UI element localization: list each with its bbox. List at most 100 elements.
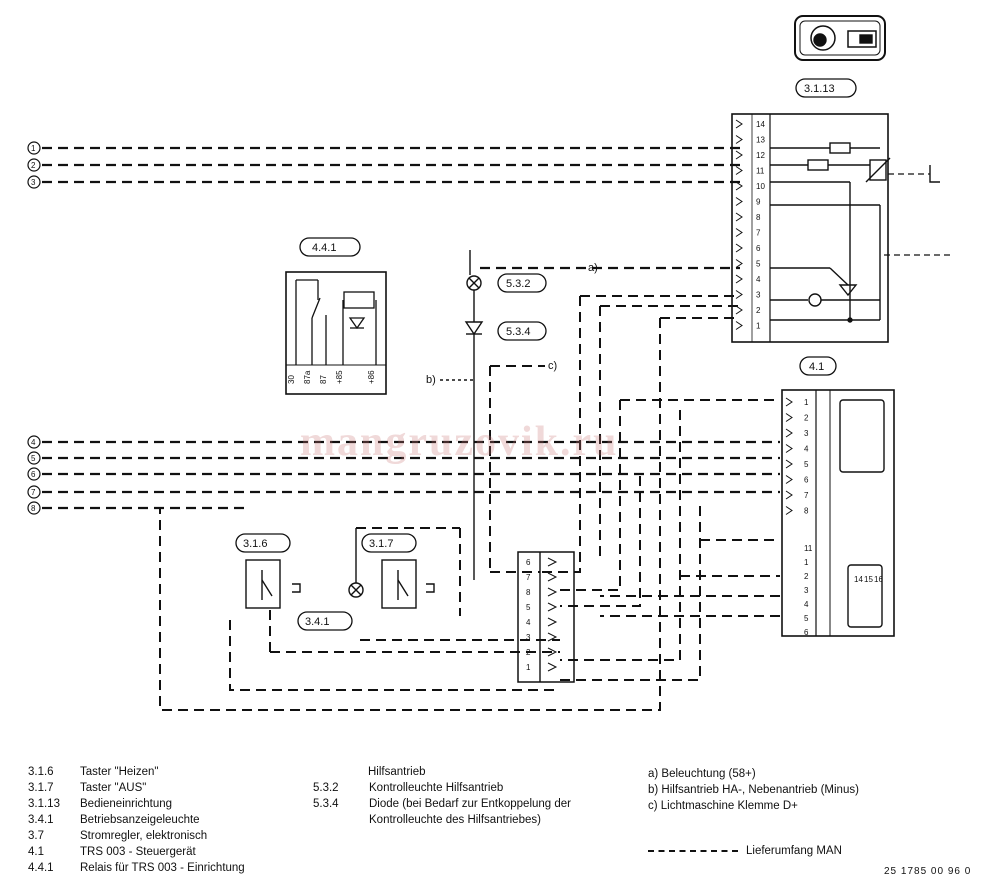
control-unit-box xyxy=(731,113,889,343)
strip-terminal-2: 2 xyxy=(526,648,531,657)
legend-text: Relais für TRS 003 - Einrichtung xyxy=(80,862,245,874)
wire-marker-8: 8 xyxy=(27,501,41,515)
terminal-3113-14: 14 xyxy=(756,120,765,129)
terminal-3113-5: 5 xyxy=(756,260,761,269)
legend-ref-row: c) Lichtmaschine Klemme D+ xyxy=(648,800,798,812)
relay-box xyxy=(285,271,387,395)
wire-marker-3: 3 xyxy=(27,175,41,189)
legend-row: 3.1.7 Taster "AUS" xyxy=(28,780,245,796)
strip-terminal-6: 6 xyxy=(526,558,531,567)
wire-marker-5: 5 xyxy=(27,451,41,465)
wire-number: 4 xyxy=(31,438,36,447)
terminal-41-top-3: 3 xyxy=(804,429,809,438)
terminal-3113-3: 3 xyxy=(756,291,761,300)
ref-b: b) xyxy=(426,374,436,386)
ref-c: c) xyxy=(548,360,557,372)
wire-number: 3 xyxy=(31,178,36,187)
legend-right: a) Beleuchtung (58+)b) Hilfsantrieb HA-,… xyxy=(648,766,859,814)
legend-row: 4.1 TRS 003 - Steuergerät xyxy=(28,844,245,860)
terminal-41-bottom-3: 3 xyxy=(804,586,809,595)
wire-marker-1: 1 xyxy=(27,141,41,155)
terminal-3113-4: 4 xyxy=(756,275,761,284)
legend-code: 5.3.4 xyxy=(313,798,339,810)
terminal-41-top-4: 4 xyxy=(804,445,809,454)
terminal-41-right-15: 15 xyxy=(864,575,873,584)
legend-code: 4.4.1 xyxy=(28,862,54,874)
wire-number: 8 xyxy=(31,504,36,513)
terminal-3113-13: 13 xyxy=(756,136,765,145)
ref-a: a) xyxy=(588,262,598,274)
label-441: 4.4.1 xyxy=(312,242,336,254)
label-3113: 3.1.13 xyxy=(804,83,835,95)
terminal-3113-11: 11 xyxy=(756,167,765,176)
relay-pin-3: +85 xyxy=(335,370,344,384)
wire-marker-2: 2 xyxy=(27,158,41,172)
relay-pin-1: 87a xyxy=(303,370,312,384)
relay-pin-4: +86 xyxy=(367,370,376,384)
terminal-41-top-2: 2 xyxy=(804,414,809,423)
wire-number: 7 xyxy=(31,488,36,497)
terminal-3113-6: 6 xyxy=(756,244,761,253)
terminal-41-bottom-6: 6 xyxy=(804,628,809,637)
legend-text: TRS 003 - Steuergerät xyxy=(80,846,196,858)
legend-text: Betriebsanzeigeleuchte xyxy=(80,814,200,826)
strip-terminal-1: 1 xyxy=(526,663,531,672)
terminal-3113-12: 12 xyxy=(756,151,765,160)
terminal-3113-2: 2 xyxy=(756,306,761,315)
supply-label: Lieferumfang MAN xyxy=(746,845,842,857)
watermark: mangruzovik.ru xyxy=(300,419,619,465)
switch-heat xyxy=(245,559,281,609)
terminal-41-bottom-5: 5 xyxy=(804,614,809,623)
legend-ref-row: a) Beleuchtung (58+) xyxy=(648,768,756,780)
legend-text: Diode (bei Bedarf zur Entkoppelung der xyxy=(369,798,572,810)
label-41: 4.1 xyxy=(809,361,824,373)
strip-terminal-7: 7 xyxy=(526,573,531,582)
wire-marker-6: 6 xyxy=(27,467,41,481)
terminal-41-top-5: 5 xyxy=(804,460,809,469)
document-number: 25 1785 00 96 0 xyxy=(884,866,972,877)
wire-number-markers: 1 2 3 4 5 6 7 8 xyxy=(27,141,41,515)
label-317: 3.1.7 xyxy=(369,538,393,550)
legend-text: Taster "Heizen" xyxy=(80,766,159,778)
label-316: 3.1.6 xyxy=(243,538,267,550)
relay-pin-0: 30 xyxy=(287,375,296,384)
terminal-3113-7: 7 xyxy=(756,229,761,238)
legend-code: 3.1.7 xyxy=(28,782,54,794)
legend-row: Kontrolleuchte des Hilfsantriebes) xyxy=(313,812,571,828)
terminal-3113-1: 1 xyxy=(756,322,761,331)
terminal-41-right-14: 14 xyxy=(854,575,863,584)
legend-code: 4.1 xyxy=(28,846,44,858)
legend-code: 3.1.6 xyxy=(28,766,54,778)
terminal-41-bottom-2: 2 xyxy=(804,572,809,581)
legend-row: 3.1.6 Taster "Heizen" xyxy=(28,764,245,780)
wire-number: 6 xyxy=(31,470,36,479)
terminal-strip xyxy=(517,551,575,683)
wire-marker-7: 7 xyxy=(27,485,41,499)
legend-row: 5.3.4 Diode (bei Bedarf zur Entkoppelung … xyxy=(313,796,571,812)
legend-code: 3.1.13 xyxy=(28,798,60,810)
control-unit-icon xyxy=(794,15,886,61)
strip-terminal-4: 4 xyxy=(526,618,531,627)
legend-text: Taster "AUS" xyxy=(80,782,147,794)
terminal-3113-9: 9 xyxy=(756,198,761,207)
legend-mid-title: Hilfsantrieb xyxy=(368,766,426,778)
legend-text: Kontrolleuchte des Hilfsantriebes) xyxy=(369,814,541,826)
wire-number: 1 xyxy=(31,144,36,153)
terminal-41-top-1: 1 xyxy=(804,398,809,407)
wire-number: 2 xyxy=(31,161,36,170)
terminal-41-top-6: 6 xyxy=(804,476,809,485)
legend-code: 5.3.2 xyxy=(313,782,339,794)
legend-row: 4.4.1 Relais für TRS 003 - Einrichtung xyxy=(28,860,245,876)
label-534: 5.3.4 xyxy=(506,326,530,338)
supply-legend: Lieferumfang MAN xyxy=(648,845,842,857)
terminal-41-top-8: 8 xyxy=(804,507,809,516)
terminal-41-bottom-1: 1 xyxy=(804,558,809,567)
terminal-3113-10: 10 xyxy=(756,182,765,191)
wire-number: 5 xyxy=(31,454,36,463)
